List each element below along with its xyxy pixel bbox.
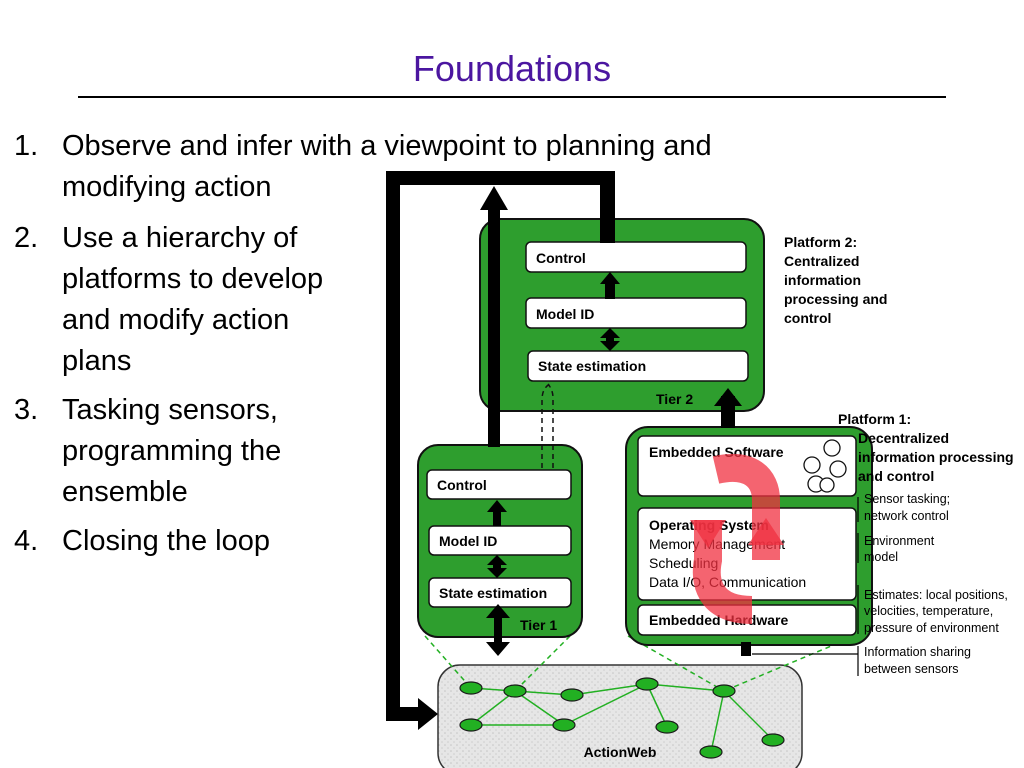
tier1-control-label: Control — [437, 477, 487, 493]
svg-text:Platform 1:: Platform 1: — [838, 411, 911, 427]
title-divider — [78, 96, 946, 98]
tier2-state-label: State estimation — [538, 358, 646, 374]
svg-text:between sensors: between sensors — [864, 662, 959, 676]
bullet-line: ensemble — [62, 476, 188, 508]
slide-title: Foundations — [412, 48, 612, 89]
os-line: Data I/O, Communication — [649, 574, 806, 590]
bullet-number: 3. — [14, 394, 39, 426]
bullet-line: Use a hierarchy of — [62, 222, 298, 254]
sensor-node — [655, 720, 679, 734]
tier1-label: Tier 1 — [520, 617, 557, 633]
svg-text:Estimates: local positions,: Estimates: local positions, — [864, 588, 1008, 602]
svg-text:information: information — [784, 272, 861, 288]
embedded-hardware-label: Embedded Hardware — [649, 612, 788, 628]
sensor-node — [503, 684, 527, 698]
tier2-modelid-box — [525, 297, 747, 329]
sensor-node — [699, 745, 723, 759]
svg-text:and control: and control — [858, 468, 934, 484]
svg-text:Platform 2:: Platform 2: — [784, 234, 857, 250]
svg-text:model: model — [864, 550, 898, 564]
bullet-number: 2. — [14, 222, 39, 254]
svg-text:Decentralized: Decentralized — [858, 430, 949, 446]
dashed-link-arrows — [541, 383, 554, 468]
tier1-internal-arrows — [487, 500, 507, 578]
svg-text:Information sharing: Information sharing — [864, 645, 971, 659]
svg-text:control: control — [784, 310, 831, 326]
tier2-label: Tier 2 — [656, 391, 693, 407]
tier2-internal-arrows — [600, 272, 620, 351]
platform2-label: Platform 2: Centralized information proc… — [784, 234, 887, 326]
process-cycle-icon — [803, 439, 847, 493]
actionweb-label: ActionWeb — [584, 744, 657, 760]
sensor-nodes — [459, 677, 785, 759]
embedded-software-label: Embedded Software — [649, 444, 784, 460]
svg-text:Sensor tasking;: Sensor tasking; — [864, 492, 950, 506]
bullet-line: programming the — [62, 435, 282, 467]
sensor-node — [712, 684, 736, 698]
sensor-node — [761, 733, 785, 747]
tier2-modelid-label: Model ID — [536, 306, 594, 322]
sensor-node — [560, 688, 584, 702]
bullet-number: 4. — [14, 525, 39, 557]
bullet-line: and modify action — [62, 304, 290, 336]
tier2-control-label: Control — [536, 250, 586, 266]
svg-text:network control: network control — [864, 509, 949, 523]
bullet-line: plans — [62, 345, 132, 377]
sensor-node — [459, 718, 483, 732]
tier1-state-label: State estimation — [439, 585, 547, 601]
sensor-node — [635, 677, 659, 691]
svg-text:velocities, temperature,: velocities, temperature, — [864, 604, 993, 618]
sensor-node — [459, 681, 483, 695]
annotation-brackets — [752, 497, 859, 676]
tier2-state-box — [527, 350, 749, 382]
bullet-number: 1. — [14, 130, 39, 162]
svg-text:Environment: Environment — [864, 534, 935, 548]
sensor-node — [552, 718, 576, 732]
tier2-control-box — [525, 241, 747, 273]
actionweb-area — [437, 664, 803, 768]
svg-text:processing and: processing and — [784, 291, 887, 307]
bullet-line: modifying action — [62, 171, 272, 203]
bullet-line: platforms to develop — [62, 263, 324, 295]
feedback-loop-icon — [690, 454, 784, 624]
svg-text:Centralized: Centralized — [784, 253, 859, 269]
bullet-line: Closing the loop — [62, 525, 270, 557]
svg-text:pressure of environment: pressure of environment — [864, 621, 999, 635]
network-links — [470, 683, 774, 753]
tier1-modelid-label: Model ID — [439, 533, 497, 549]
bullet-line: Observe and infer with a viewpoint to pl… — [62, 130, 712, 162]
control-loop-arrows — [386, 171, 751, 730]
annotation-text: Sensor tasking; network control Environm… — [864, 492, 1008, 676]
bullet-line: Tasking sensors, — [62, 394, 278, 426]
tier1-control-box — [426, 469, 572, 500]
platform1-label: Platform 1: Decentralized information pr… — [838, 411, 1014, 484]
svg-text:information processing: information processing — [858, 449, 1014, 465]
